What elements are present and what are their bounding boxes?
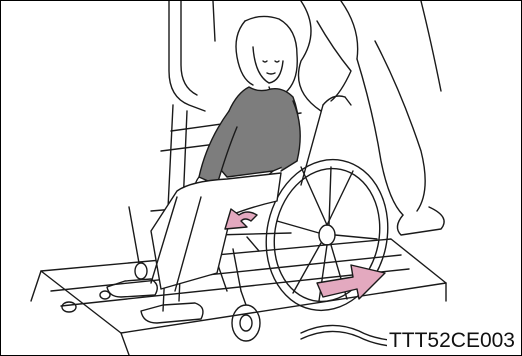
attendant: [299, 1, 445, 235]
curved-arrow-icon: [225, 209, 257, 229]
figure-code-label: TTT52CE003: [387, 329, 517, 353]
seated-woman: [107, 16, 300, 323]
